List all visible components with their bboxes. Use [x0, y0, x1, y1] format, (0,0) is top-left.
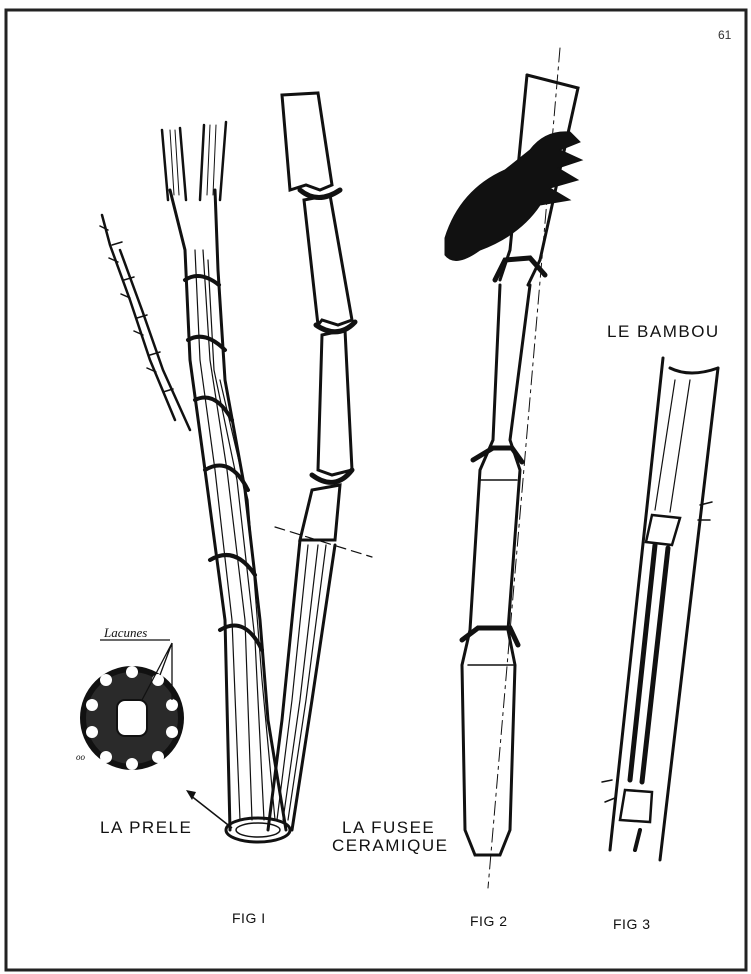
- label-la-fusee: LA FUSEE: [342, 818, 435, 838]
- label-le-bambou: LE BAMBOU: [607, 322, 720, 342]
- bamboo-drawing: [602, 358, 718, 860]
- horsetail-cross-section: [80, 640, 232, 828]
- caption-fig-1: FIG I: [232, 910, 266, 926]
- label-ceramique: CERAMIQUE: [332, 836, 448, 856]
- label-la-prele: LA PRELE: [100, 818, 192, 838]
- page-number: 61: [718, 28, 731, 42]
- caption-fig-3: FIG 3: [613, 916, 651, 932]
- label-lacunes: Lacunes: [104, 625, 147, 641]
- caption-fig-2: FIG 2: [470, 913, 508, 929]
- ceramic-rocket-drawing: [445, 48, 582, 888]
- label-small-mark: oo: [76, 752, 85, 762]
